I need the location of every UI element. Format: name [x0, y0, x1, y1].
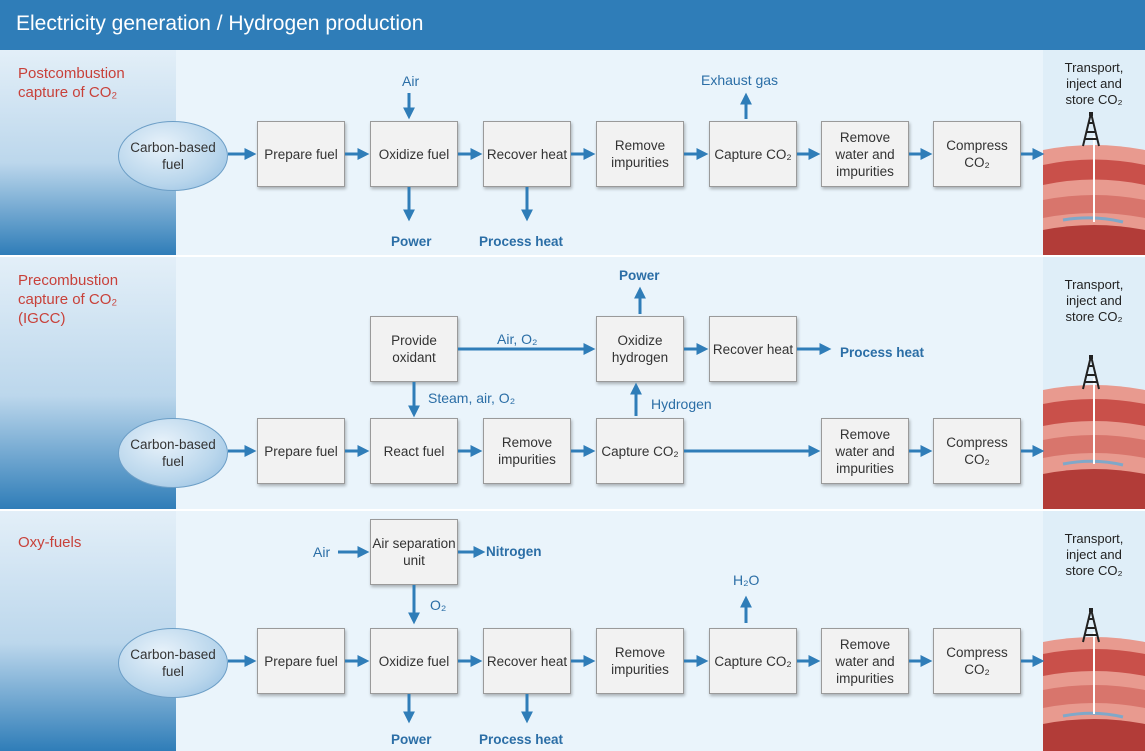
band-precombustion: Precombustion capture of CO₂ (IGCC) Tran… [0, 257, 1145, 509]
step-compress-co2: Compress CO₂ [933, 418, 1021, 484]
output-power-label: Power [391, 732, 432, 747]
store-label: Transport, inject and store CO₂ [1046, 531, 1142, 579]
header-bar: Electricity generation / Hydrogen produc… [0, 0, 1145, 50]
store-label-line: Transport, [1064, 531, 1124, 546]
band-divider [0, 255, 1145, 257]
store-label-line: Transport, [1064, 60, 1124, 75]
band-label-line: Precombustion [18, 272, 119, 289]
store-label-line: inject and [1066, 76, 1122, 91]
band-label-line: capture of CO₂ [18, 291, 118, 308]
source-carbon-fuel: Carbon-based fuel [118, 628, 228, 698]
store-label: Transport, inject and store CO₂ [1046, 277, 1142, 325]
step-recover-heat: Recover heat [483, 121, 571, 187]
step-compress-co2: Compress CO₂ [933, 628, 1021, 694]
band-label-line: Oxy-fuels [18, 534, 82, 551]
step-capture-co2: Capture CO₂ [709, 121, 797, 187]
step-remove-impurities: Remove impurities [596, 121, 684, 187]
step-provide-oxidant: Provide oxidant [370, 316, 458, 382]
step-compress-co2: Compress CO₂ [933, 121, 1021, 187]
derrick-icon [1082, 355, 1100, 390]
input-air-label: Air [313, 544, 331, 560]
step-remove-impurities: Remove impurities [596, 628, 684, 694]
step-recover-heat: Recover heat [483, 628, 571, 694]
step-prepare-fuel: Prepare fuel [257, 121, 345, 187]
band-label-precombustion: Precombustion capture of CO₂ (IGCC) [18, 271, 118, 328]
output-process-heat-label: Process heat [479, 234, 564, 249]
output-h2o-label: H₂O [733, 572, 760, 588]
output-process-heat-label: Process heat [840, 345, 925, 360]
step-recover-heat-upper: Recover heat [709, 316, 797, 382]
source-carbon-fuel: Carbon-based fuel [118, 418, 228, 488]
source-carbon-fuel: Carbon-based fuel [118, 121, 228, 191]
output-power-label: Power [619, 268, 660, 283]
band-label-line: (IGCC) [18, 310, 66, 327]
band-label-postcombustion: Postcombustion capture of CO₂ [18, 64, 125, 102]
flow-air-o2-label: Air, O₂ [497, 331, 538, 347]
store-label-line: Transport, [1064, 277, 1124, 292]
output-nitrogen-label: Nitrogen [486, 544, 542, 559]
output-exhaust-label: Exhaust gas [701, 72, 779, 88]
store-label-line: inject and [1066, 547, 1122, 562]
store-label-line: inject and [1066, 293, 1122, 308]
flow-o2-label: O₂ [430, 597, 447, 613]
flow-hydrogen-label: Hydrogen [651, 396, 712, 412]
geological-storage-illustration [1043, 632, 1145, 751]
step-oxidize-fuel: Oxidize fuel [370, 121, 458, 187]
band-divider [0, 509, 1145, 511]
output-power-label: Power [391, 234, 432, 249]
input-air-label: Air [402, 73, 420, 89]
step-remove-water: Remove water and impurities [821, 121, 909, 187]
flow-steam-label: Steam, air, O₂ [428, 390, 516, 406]
step-react-fuel: React fuel [370, 418, 458, 484]
page-title: Electricity generation / Hydrogen produc… [16, 12, 424, 35]
geological-storage-illustration [1043, 378, 1145, 509]
band-label-oxyfuels: Oxy-fuels [18, 533, 81, 552]
band-label-line: Postcombustion [18, 65, 125, 82]
derrick-icon [1082, 112, 1100, 147]
step-remove-impurities: Remove impurities [483, 418, 571, 484]
store-label-line: store CO₂ [1065, 563, 1123, 578]
step-prepare-fuel: Prepare fuel [257, 418, 345, 484]
step-capture-co2: Capture CO₂ [596, 418, 684, 484]
store-label-line: store CO₂ [1065, 92, 1123, 107]
store-label-line: store CO₂ [1065, 309, 1123, 324]
step-remove-water: Remove water and impurities [821, 418, 909, 484]
step-oxidize-hydrogen: Oxidize hydrogen [596, 316, 684, 382]
store-label: Transport, inject and store CO₂ [1046, 60, 1142, 108]
geological-storage-illustration [1043, 136, 1145, 255]
step-air-separation-unit: Air separation unit [370, 519, 458, 585]
derrick-icon [1082, 608, 1100, 643]
step-remove-water: Remove water and impurities [821, 628, 909, 694]
output-process-heat-label: Process heat [479, 732, 564, 747]
band-label-line: capture of CO₂ [18, 84, 118, 101]
step-prepare-fuel: Prepare fuel [257, 628, 345, 694]
step-capture-co2: Capture CO₂ [709, 628, 797, 694]
step-oxidize-fuel: Oxidize fuel [370, 628, 458, 694]
